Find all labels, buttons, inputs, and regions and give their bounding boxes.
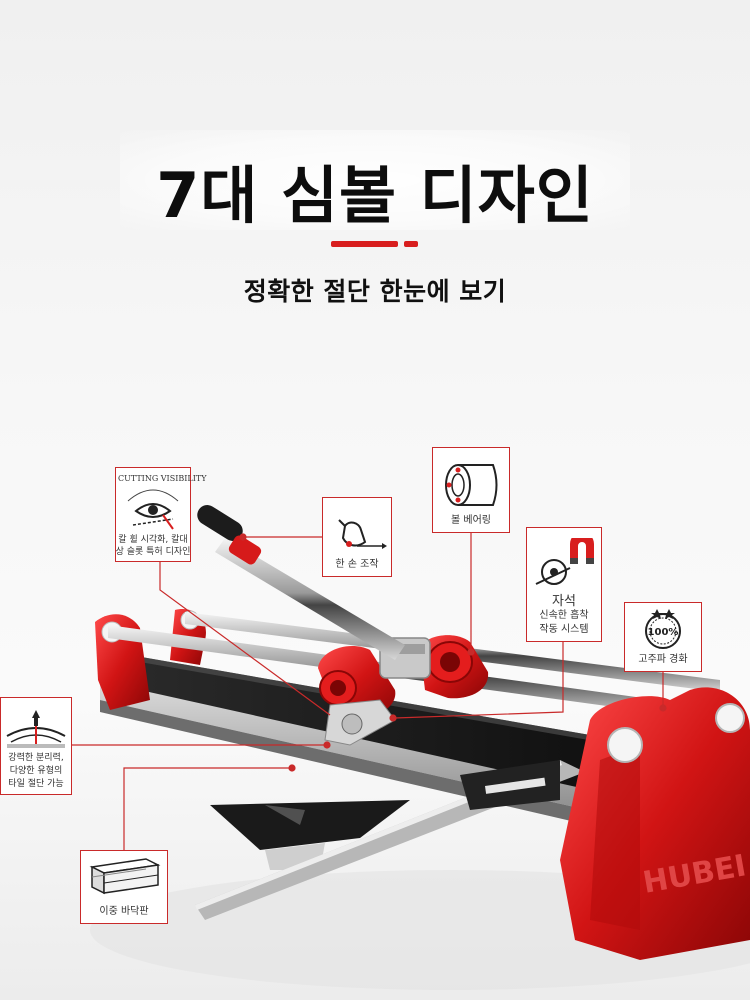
cutting-visibility-line2: 상 슬롯 특허 디자인: [115, 547, 191, 557]
divider-long: [331, 241, 398, 247]
callout-double-base: 이중 바닥판: [80, 850, 168, 924]
seal-badge-text: 100%: [648, 627, 679, 638]
double-profile-icon: [89, 858, 161, 895]
callout-one-hand: 한 손 조작: [322, 497, 392, 577]
title-section: 7대 심볼 디자인: [0, 120, 750, 250]
hand-grip-icon: [338, 519, 387, 549]
one-hand-label: 한 손 조작: [335, 559, 379, 570]
quality-seal-icon: 100%: [645, 609, 681, 649]
eye-cutting-icon: [127, 489, 179, 530]
magnet-icon: [535, 538, 594, 585]
title-glow: [120, 130, 630, 230]
magnet-line2: 작동 시스템: [539, 624, 589, 635]
breaking-line1: 강력한 분리력,: [8, 753, 64, 763]
callout-magnet: 자석 신속한 흡착 작동 시스템: [526, 527, 602, 642]
magnet-title: 자석: [552, 594, 576, 609]
ball-bearing-label: 볼 베어링: [451, 515, 491, 526]
breaking-line3: 타일 절단 가능: [8, 779, 64, 789]
bearing-icon: [445, 464, 498, 506]
double-base-label: 이중 바닥판: [99, 906, 149, 917]
cutting-visibility-line1: 칼 휠 시각화, 칼대: [118, 535, 188, 545]
page-title: 7대 심볼 디자인: [156, 159, 594, 232]
callout-breaking: 강력한 분리력, 다양한 유형의 타일 절단 가능: [0, 697, 72, 795]
magnet-line1: 신속한 흡착: [539, 610, 589, 621]
divider-short: [404, 241, 418, 247]
tile-break-icon: [6, 710, 66, 748]
cutting-visibility-badge: CUTTING VISIBILITY: [118, 474, 207, 483]
page-subtitle: 정확한 절단 한눈에 보기: [243, 277, 507, 306]
callout-cutting-visibility: CUTTING VISIBILITY 칼 휠 시각화, 칼대 상 슬롯 특허 디…: [115, 467, 207, 562]
hardness-label: 고주파 경화: [638, 654, 688, 665]
breaking-line2: 다양한 유형의: [9, 766, 63, 776]
callout-hardness: 100% 고주파 경화: [624, 602, 702, 672]
callout-ball-bearing: 볼 베어링: [432, 447, 510, 533]
